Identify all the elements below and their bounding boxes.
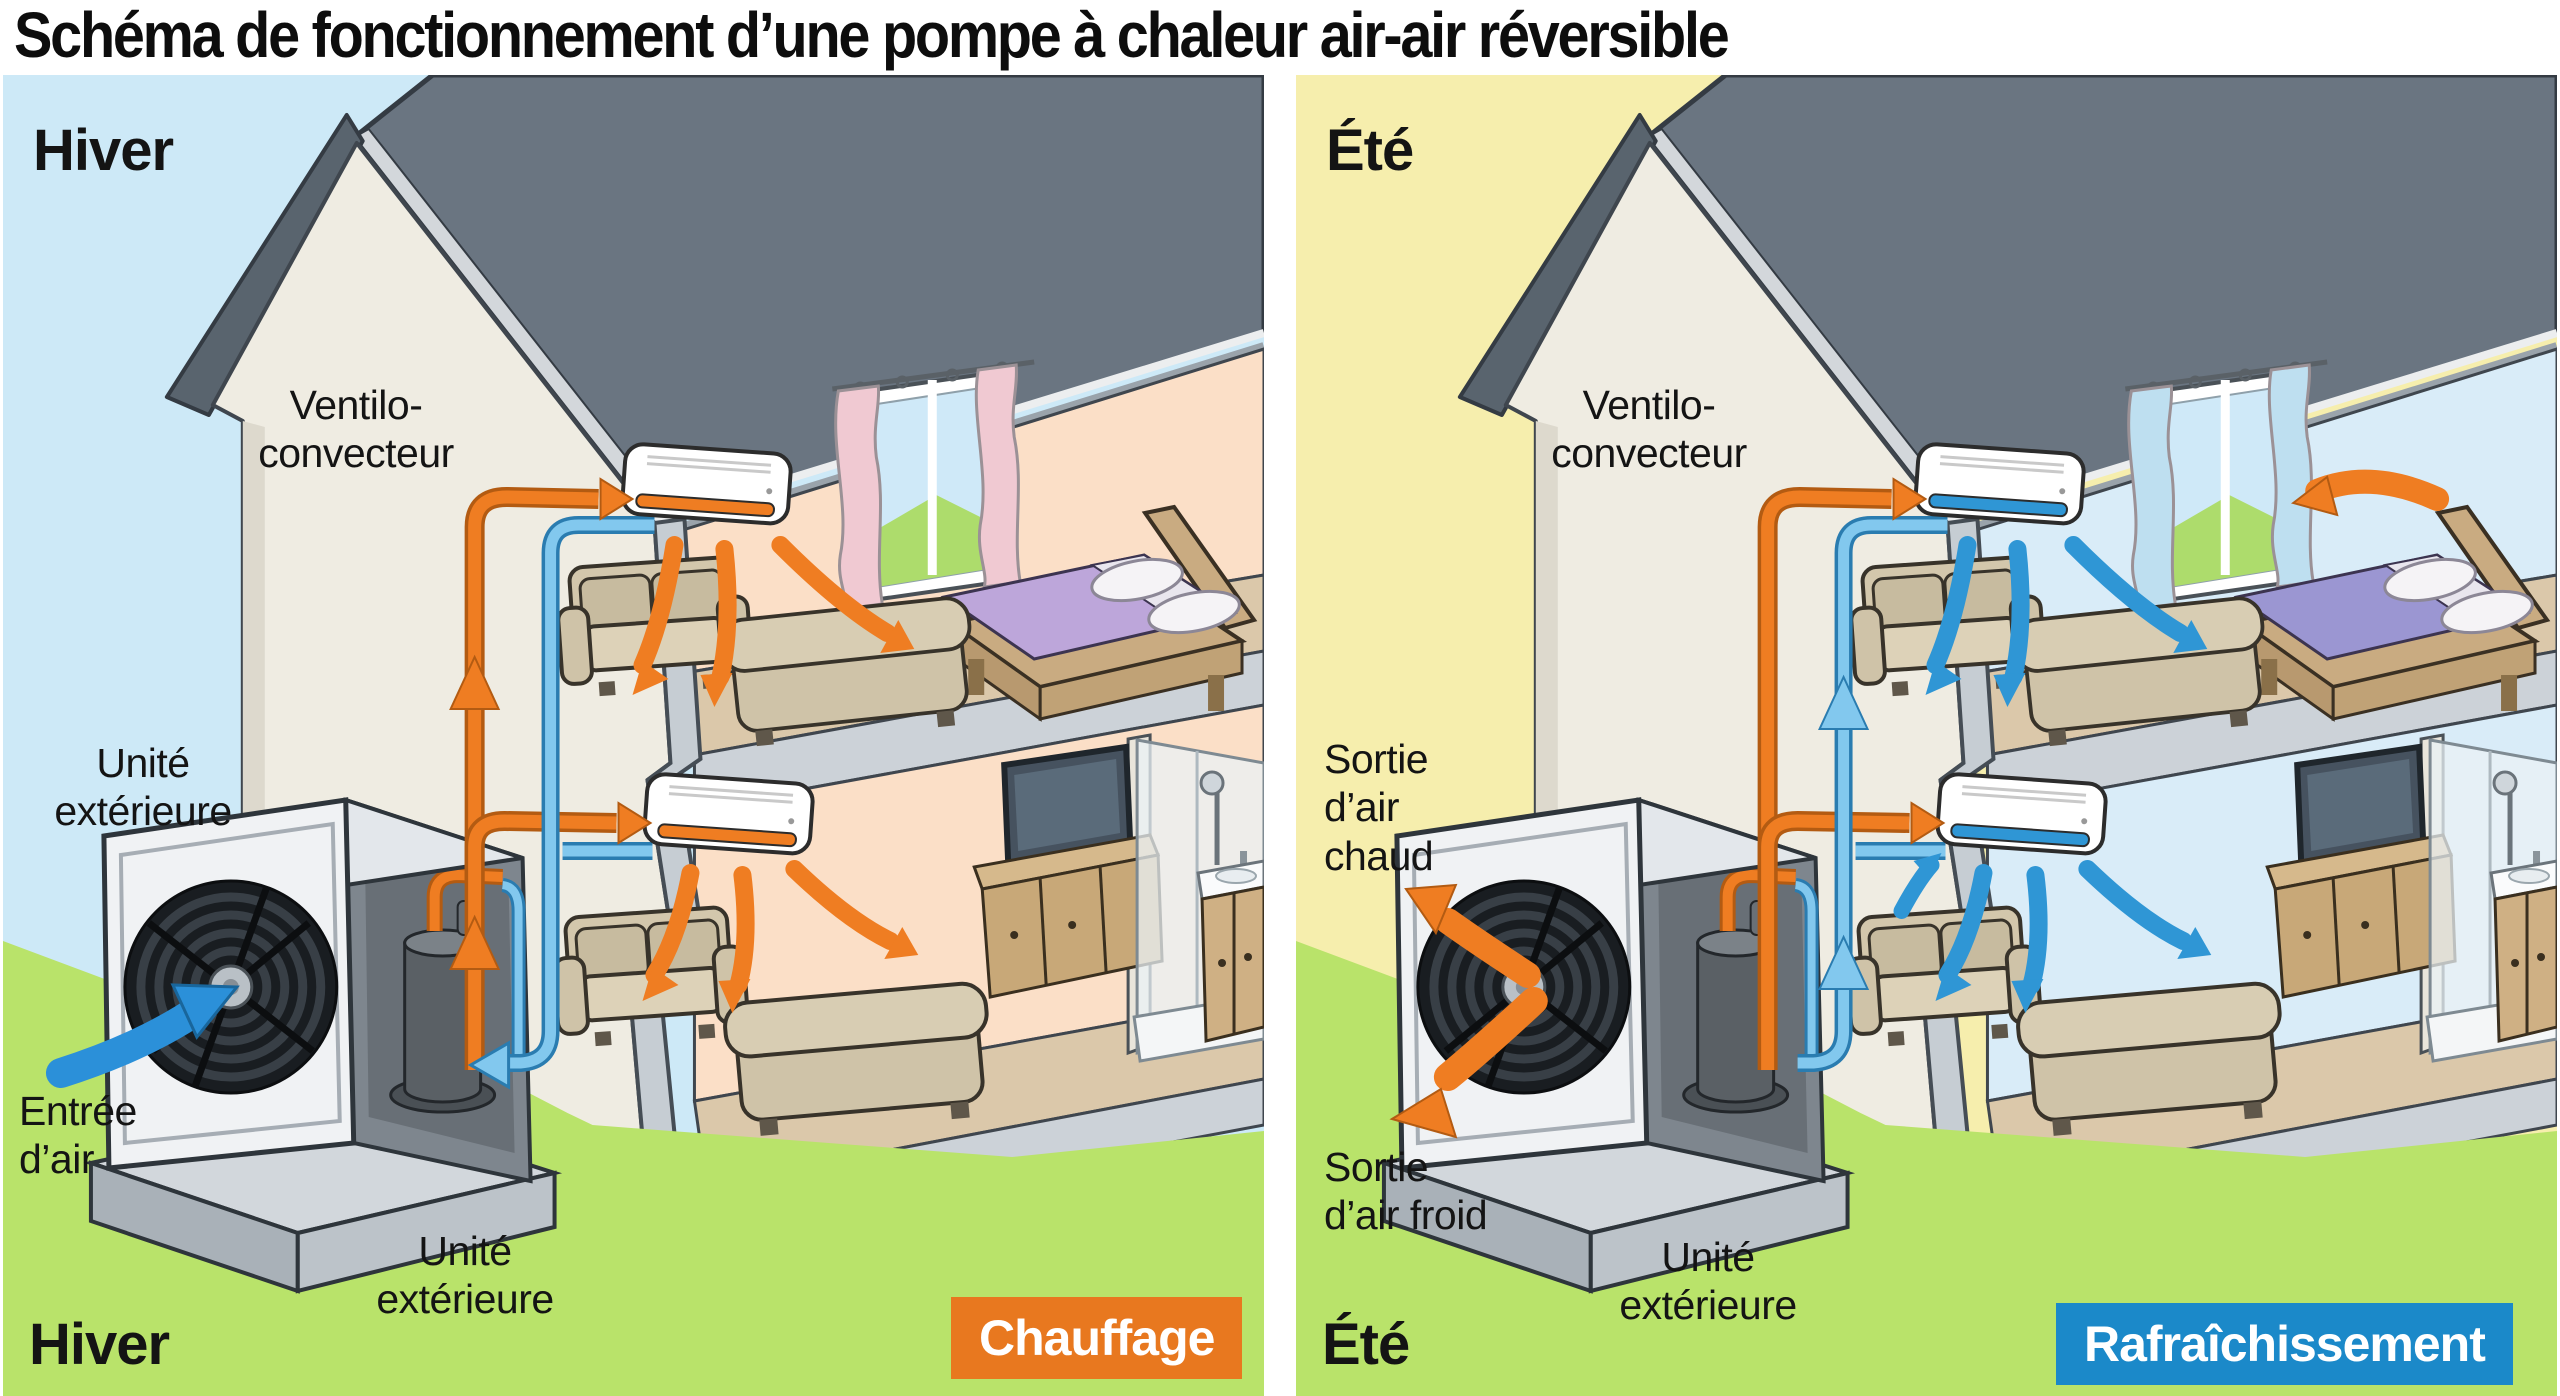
unite-exterieure-side-label: Unité extérieure <box>33 739 253 836</box>
ventilo-line2: convecteur <box>1551 430 1747 477</box>
ventilo-line1: Ventilo- <box>289 382 423 428</box>
season-label-top-summer: Été <box>1326 118 1414 183</box>
mode-badge-cooling: Rafraîchissement <box>2056 1303 2513 1385</box>
sortie-chaud-line1: Sortie <box>1324 736 1429 782</box>
sortie-froid-line1: Sortie <box>1324 1144 1429 1190</box>
ventilo-line2: convecteur <box>258 430 454 477</box>
unite-side-line2: extérieure <box>54 788 232 835</box>
unite-exterieure-bottom-label: Unité extérieure <box>1598 1233 1818 1330</box>
season-label-bottom-winter: Hiver <box>29 1312 170 1377</box>
house-scene-winter <box>3 75 1264 1396</box>
unite-bottom-line1: Unité <box>1661 1234 1755 1280</box>
page-title: Schéma de fonctionnement d’une pompe à c… <box>14 0 1730 71</box>
ventilo-line1: Ventilo- <box>1582 382 1716 428</box>
panel-summer: Été Ventilo- convecteur Sortie d’air cha… <box>1296 75 2557 1396</box>
season-label-bottom-summer: Été <box>1322 1312 1410 1377</box>
mode-badge-heating: Chauffage <box>951 1297 1243 1379</box>
panel-winter: Hiver Ventilo- convecteur Unité extérieu… <box>3 75 1264 1396</box>
entree-line2: d’air <box>19 1136 94 1183</box>
sortie-chaud-line2: d’air <box>1324 784 1399 831</box>
ventilo-convecteur-label: Ventilo- convecteur <box>246 381 466 478</box>
unite-side-line1: Unité <box>96 740 190 786</box>
entree-air-label: Entrée d’air <box>19 1087 137 1184</box>
unite-bottom-line2: extérieure <box>1619 1282 1797 1329</box>
sortie-froid-line2: d’air froid <box>1324 1192 1488 1239</box>
sortie-chaud-line3: chaud <box>1324 832 1434 879</box>
unite-exterieure-bottom-label: Unité extérieure <box>355 1227 575 1324</box>
sortie-air-chaud-label: Sortie d’air chaud <box>1324 735 1434 880</box>
sortie-air-froid-label: Sortie d’air froid <box>1324 1143 1488 1240</box>
ventilo-convecteur-label: Ventilo- convecteur <box>1539 381 1759 478</box>
unite-bottom-line1: Unité <box>418 1228 512 1274</box>
entree-line1: Entrée <box>19 1088 137 1134</box>
season-label-top-winter: Hiver <box>33 118 174 183</box>
unite-bottom-line2: extérieure <box>376 1276 554 1323</box>
